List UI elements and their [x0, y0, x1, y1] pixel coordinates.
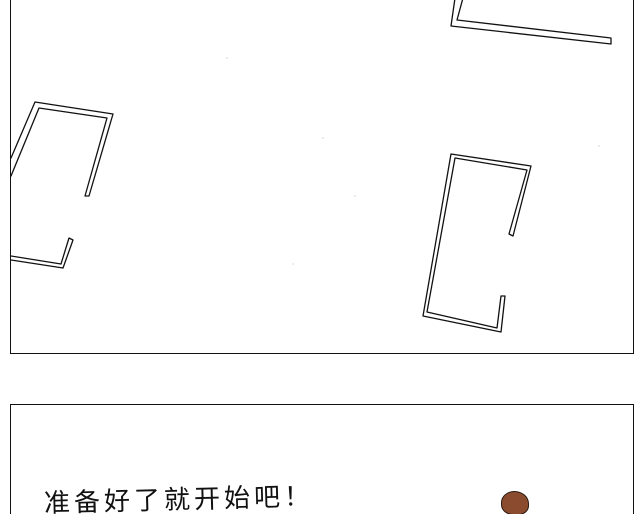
rectangle-outline-top-right	[450, 0, 612, 45]
comic-panel-bottom: 准备好了就开始吧！	[10, 404, 634, 514]
floating-rectangles	[11, 0, 612, 333]
comic-panel-top	[10, 0, 634, 354]
speech-caption: 准备好了就开始吧！	[43, 481, 315, 514]
character-head	[501, 491, 529, 514]
rectangle-outline-left-lower	[11, 237, 74, 269]
paper-speckles	[226, 57, 600, 265]
rectangle-outline-right	[422, 153, 532, 333]
rectangle-outline-left	[11, 101, 114, 197]
